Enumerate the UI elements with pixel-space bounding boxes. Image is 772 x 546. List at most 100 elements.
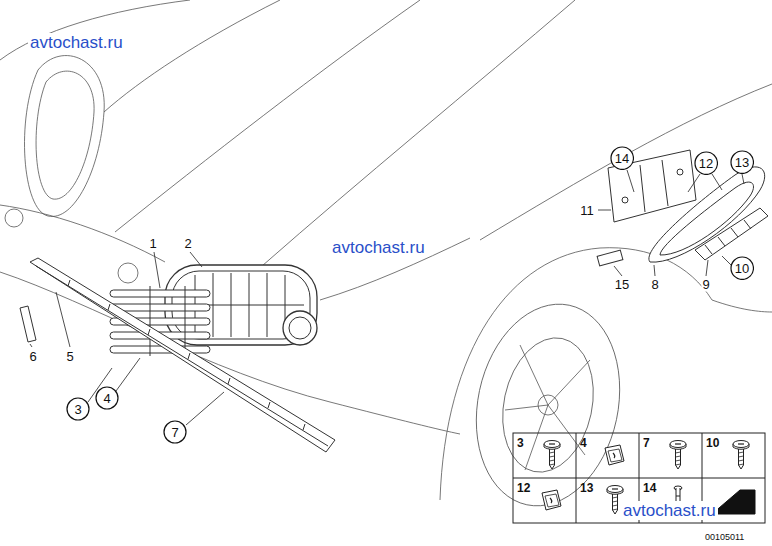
callout-circle: 14 — [610, 146, 634, 170]
vent-bracket-part — [608, 150, 696, 222]
vent-fins-part — [695, 208, 768, 260]
table-cell-number: 13 — [580, 482, 593, 494]
callout-circle: 4 — [95, 386, 119, 410]
leader-lines-part — [56, 292, 70, 347]
callout-number: 5 — [65, 349, 74, 364]
trim-piece-part — [20, 306, 36, 342]
callout-number: 8 — [650, 277, 659, 292]
kidney-grille-part — [283, 311, 317, 345]
callout-circle-shape — [67, 398, 89, 420]
callout-circle: 3 — [66, 397, 90, 421]
bumper-strip-part — [36, 266, 328, 446]
watermark: avtochast.ru — [330, 238, 427, 257]
leader-lines-part — [190, 252, 202, 267]
callout-circle: 12 — [694, 151, 718, 175]
table-cell-number: 14 — [643, 482, 656, 494]
leader-lines-part — [614, 266, 622, 276]
car-body-part — [491, 329, 605, 480]
bumper-strip — [30, 258, 335, 452]
table-cell-number: 4 — [580, 437, 587, 449]
leader-lines-part — [688, 174, 722, 192]
callout-number: 13 — [735, 156, 749, 169]
leader-lines-part — [116, 358, 140, 391]
callout-number: 9 — [701, 277, 710, 292]
car-body-part — [712, 300, 772, 312]
car-body-part — [538, 395, 558, 415]
vent-fins — [695, 208, 768, 260]
vent-bracket-part — [622, 197, 628, 203]
car-body-part — [0, 0, 190, 60]
callout-number: 6 — [28, 349, 37, 364]
car-body-part — [0, 205, 165, 262]
callout-circle-shape — [96, 387, 118, 409]
emblem-plate — [597, 250, 623, 266]
fastener-table — [513, 433, 765, 523]
leader-lines-part — [598, 210, 611, 211]
car-body-part — [505, 345, 590, 470]
leader-lines-part — [654, 265, 655, 276]
callout-circle: 13 — [730, 150, 754, 174]
leader-lines-part — [706, 260, 708, 276]
callout-circle: 7 — [163, 420, 187, 444]
car-body — [0, 0, 772, 519]
car-body-part — [104, 0, 280, 112]
grille-slats-part — [110, 304, 210, 311]
leader-lines-part — [722, 256, 731, 265]
callout-circle-shape — [611, 147, 633, 169]
vent-bracket-part — [640, 160, 668, 212]
callout-number: 2 — [183, 236, 192, 251]
callout-number: 12 — [699, 157, 713, 170]
callout-circle-shape — [731, 257, 753, 279]
car-body-part — [115, 0, 420, 232]
callout-circle-shape — [164, 421, 186, 443]
side-vent-frame-part — [649, 167, 765, 262]
vent-bracket — [608, 150, 696, 222]
callout-number: 3 — [74, 403, 81, 416]
fastener-table-part — [542, 490, 561, 510]
trim-piece — [20, 306, 36, 342]
table-cell-number: 7 — [643, 437, 650, 449]
car-body-part — [36, 71, 94, 199]
table-cell-number: 3 — [517, 437, 524, 449]
callout-number: 14 — [615, 152, 629, 165]
diagram-code: 00105011 — [705, 533, 744, 542]
bumper-strip-part — [30, 258, 335, 452]
leader-lines-part — [154, 252, 160, 288]
callout-number: 7 — [171, 426, 178, 439]
fastener-table-part — [513, 433, 765, 523]
leader-lines-part — [627, 170, 634, 192]
car-body-part — [25, 56, 105, 217]
car-body-part — [118, 263, 138, 283]
watermark: avtochast.ru — [621, 501, 718, 520]
leader-lines-part — [30, 344, 32, 347]
table-cell-number: 12 — [517, 482, 530, 494]
callout-number: 15 — [614, 277, 630, 292]
car-body-part — [262, 0, 575, 266]
callout-number: 4 — [103, 392, 110, 405]
callout-number: 10 — [735, 262, 749, 275]
callout-number: 1 — [148, 236, 157, 251]
table-cell-number: 10 — [706, 437, 719, 449]
leader-lines — [30, 170, 744, 425]
emblem-plate-part — [597, 250, 623, 266]
car-body-part — [458, 291, 637, 520]
watermark: avtochast.ru — [28, 33, 125, 52]
kidney-grille-part — [289, 317, 311, 339]
callout-circle-shape — [695, 152, 717, 174]
bumper-strip-part — [68, 280, 305, 430]
car-body-part — [320, 238, 470, 300]
grille-slats-part — [110, 290, 210, 297]
vent-bracket-part — [677, 169, 683, 175]
fastener-table-part — [513, 433, 765, 523]
side-vent-frame — [649, 167, 765, 262]
callout-circle-shape — [731, 151, 753, 173]
fastener-table-part — [712, 490, 755, 514]
leader-lines-part — [742, 174, 744, 184]
fastener-table-part — [670, 441, 686, 470]
grille-slats-part — [110, 346, 210, 353]
leader-lines-part — [186, 392, 224, 425]
fastener-table-part — [605, 445, 624, 465]
callout-number: 11 — [579, 203, 595, 218]
